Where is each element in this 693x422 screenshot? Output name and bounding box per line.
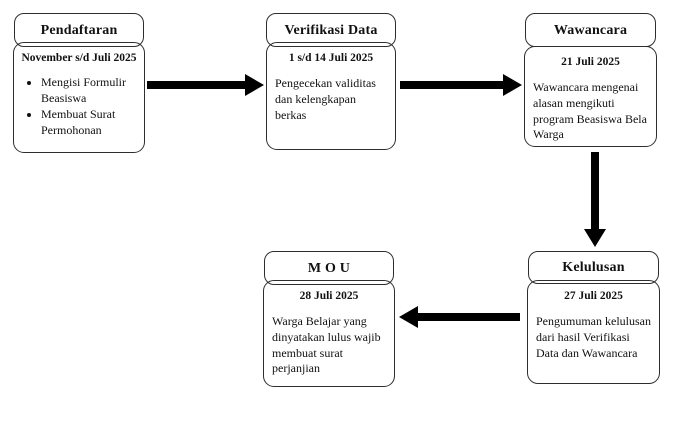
node-header: Wawancara <box>525 13 656 47</box>
arrow-shaft <box>400 81 503 89</box>
arrow-verifikasi-to-wawancara <box>400 74 522 96</box>
node-title: Verifikasi Data <box>284 23 378 38</box>
node-body: 1 s/d 14 Juli 2025 Pengecekan validitas … <box>266 42 396 150</box>
node-title: Kelulusan <box>562 260 625 275</box>
node-title: Wawancara <box>553 23 628 38</box>
node-date: 1 s/d 14 Juli 2025 <box>288 52 374 64</box>
flow-node-mou: M O U 28 Juli 2025 Warga Belajar yang di… <box>263 251 395 387</box>
node-header: Verifikasi Data <box>266 13 396 47</box>
node-description: Pengecekan validitas dan kelengkapan ber… <box>275 76 376 122</box>
bullet-item: Membuat Surat Permohonan <box>41 107 140 138</box>
flow-node-pendaftaran: Pendaftaran November s/d Juli 2025 Mengi… <box>13 13 145 153</box>
node-header: Kelulusan <box>528 251 659 284</box>
arrow-right-head-icon <box>245 74 264 96</box>
arrow-shaft <box>591 152 599 229</box>
node-date: 28 Juli 2025 <box>299 290 359 302</box>
node-date: November s/d Juli 2025 <box>21 52 137 64</box>
node-date: 27 Juli 2025 <box>564 290 623 302</box>
arrow-left-head-icon <box>399 306 418 328</box>
arrow-wawancara-to-kelulusan <box>584 152 606 247</box>
node-body: 21 Juli 2025 Wawancara mengenai alasan m… <box>524 46 657 147</box>
flow-node-verifikasi-data: Verifikasi Data 1 s/d 14 Juli 2025 Penge… <box>266 13 396 151</box>
node-description: Wawancara mengenai alasan mengikuti prog… <box>533 80 647 142</box>
arrow-down-head-icon <box>584 229 606 247</box>
node-title: M O U <box>307 261 351 276</box>
node-description: Pengumuman kelulusan dari hasil Verifika… <box>536 314 651 360</box>
arrow-shaft <box>147 81 245 89</box>
bullet-item: Mengisi Formulir Beasiswa <box>41 75 140 106</box>
flow-node-kelulusan: Kelulusan 27 Juli 2025 Pengumuman kelulu… <box>527 251 660 385</box>
arrow-right-head-icon <box>503 74 522 96</box>
arrow-pendaftaran-to-verifikasi <box>147 74 264 96</box>
node-body: 28 Juli 2025 Warga Belajar yang dinyatak… <box>263 280 395 387</box>
node-date: 21 Juli 2025 <box>561 56 620 68</box>
node-header: Pendaftaran <box>14 13 144 47</box>
node-description: Warga Belajar yang dinyatakan lulus waji… <box>272 314 381 376</box>
node-body: November s/d Juli 2025 Mengisi Formulir … <box>13 42 145 153</box>
node-title: Pendaftaran <box>40 23 118 38</box>
flow-node-wawancara: Wawancara 21 Juli 2025 Wawancara mengena… <box>524 13 657 147</box>
arrow-shaft <box>418 313 520 321</box>
node-body: 27 Juli 2025 Pengumuman kelulusan dari h… <box>527 280 660 384</box>
arrow-kelulusan-to-mou <box>399 306 520 328</box>
node-bullet-list: Mengisi Formulir Beasiswa Membuat Surat … <box>14 75 144 138</box>
node-header: M O U <box>264 251 394 285</box>
